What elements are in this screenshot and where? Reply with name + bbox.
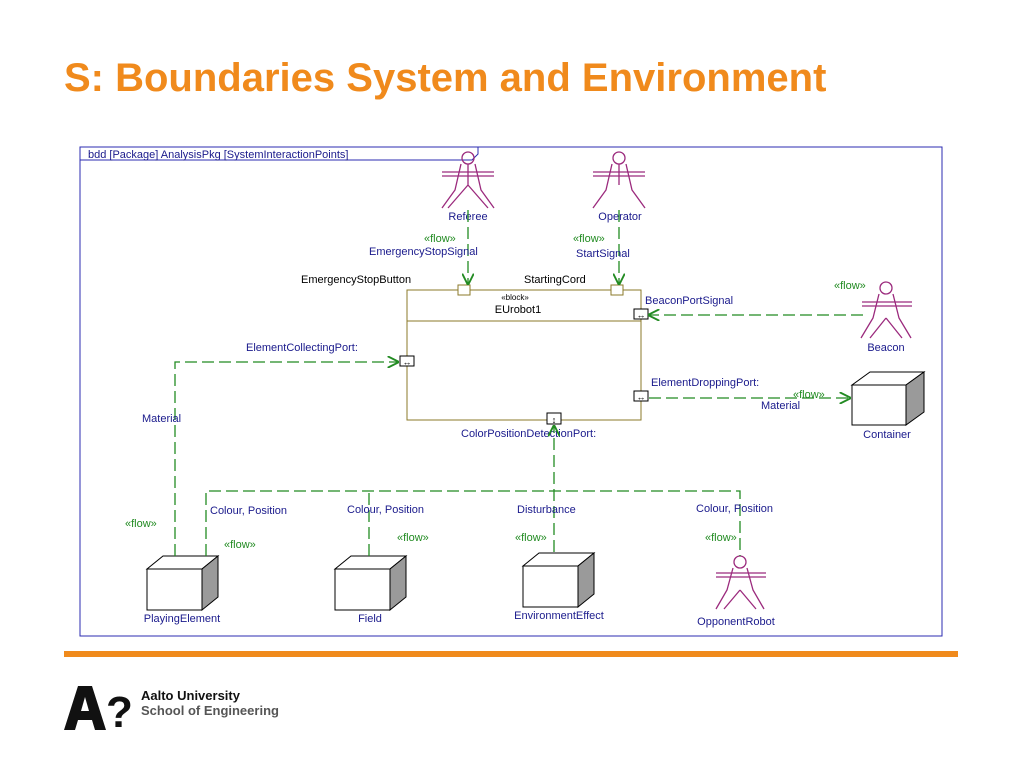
port-element-dropping: ↔ (633, 390, 649, 402)
label-colour-position-3: Colour, Position (696, 503, 773, 515)
flow-stereo-beacon: «flow» (834, 280, 866, 292)
label-environment-effect: EnvironmentEffect (514, 610, 604, 622)
label-field: Field (358, 613, 382, 625)
label-operator: Operator (598, 211, 642, 223)
flow-lines (174, 210, 863, 556)
actor-referee (441, 151, 495, 209)
svg-text:↔: ↔ (403, 357, 412, 367)
aalto-logo-icon: ? (64, 686, 132, 730)
port-starting-cord (610, 284, 624, 296)
svg-text:?: ? (106, 688, 132, 730)
label-color-position-detection-port: ColorPositionDetectionPort: (461, 428, 596, 440)
actor-operator (592, 151, 646, 209)
flow-stereo-environment: «flow» (515, 532, 547, 544)
slide-title: S: Boundaries System and Environment (64, 56, 827, 100)
node-field (333, 554, 408, 612)
port-element-collecting: ↔ (399, 355, 415, 367)
diagram-frame: bdd [Package] AnalysisPkg [SystemInterac… (79, 146, 943, 637)
actor-opponent-robot (715, 555, 766, 610)
label-disturbance: Disturbance (517, 504, 576, 516)
port-emergency-stop-button (457, 284, 471, 296)
flow-stereo-operator: «flow» (573, 233, 605, 245)
actor-beacon (860, 281, 912, 339)
port-color-position-detection: ↕ (546, 412, 562, 425)
frame-title: bdd [Package] AnalysisPkg [SystemInterac… (88, 149, 348, 161)
block-name: EUrobot1 (495, 304, 541, 316)
port-beacon-signal: ↔ (633, 308, 649, 320)
label-element-collecting-port: ElementCollectingPort: (246, 342, 358, 354)
node-environment-effect (521, 551, 596, 609)
label-emergency-stop-signal: EmergencyStopSignal (369, 246, 478, 258)
flow-stereo-referee: «flow» (424, 233, 456, 245)
block-eurobot1: «block» EUrobot1 (406, 289, 642, 421)
footer-university: Aalto University (141, 688, 240, 703)
label-beacon: Beacon (867, 342, 904, 354)
label-starting-cord: StartingCord (524, 274, 586, 286)
footer-school: School of Engineering (141, 703, 279, 718)
label-material-right: Material (761, 400, 800, 412)
flow-stereo-opponent: «flow» (705, 532, 737, 544)
node-playing-element (145, 554, 220, 612)
label-element-dropping-port: ElementDroppingPort: (651, 377, 759, 389)
footer-divider (64, 651, 958, 657)
svg-text:↔: ↔ (637, 310, 646, 320)
svg-text:↔: ↔ (637, 392, 646, 402)
block-stereotype: «block» (501, 293, 529, 302)
node-container (850, 371, 926, 426)
flow-stereo-container: «flow» (793, 389, 825, 401)
flow-stereo-playing-left: «flow» (125, 518, 157, 530)
flow-stereo-field: «flow» (397, 532, 429, 544)
label-material-left: Material (142, 413, 181, 425)
label-opponent-robot: OpponentRobot (697, 616, 775, 628)
svg-text:↕: ↕ (552, 415, 557, 425)
label-start-signal: StartSignal (576, 248, 630, 260)
label-playing-element: PlayingElement (144, 613, 220, 625)
label-emergency-stop-button: EmergencyStopButton (301, 274, 411, 286)
flow-stereo-playing-right: «flow» (224, 539, 256, 551)
label-beacon-port-signal: BeaconPortSignal (645, 295, 733, 307)
label-container: Container (863, 429, 911, 441)
bdd-diagram: bdd [Package] AnalysisPkg [SystemInterac… (79, 146, 943, 637)
label-colour-position-1: Colour, Position (210, 505, 287, 517)
label-colour-position-2: Colour, Position (347, 504, 424, 516)
